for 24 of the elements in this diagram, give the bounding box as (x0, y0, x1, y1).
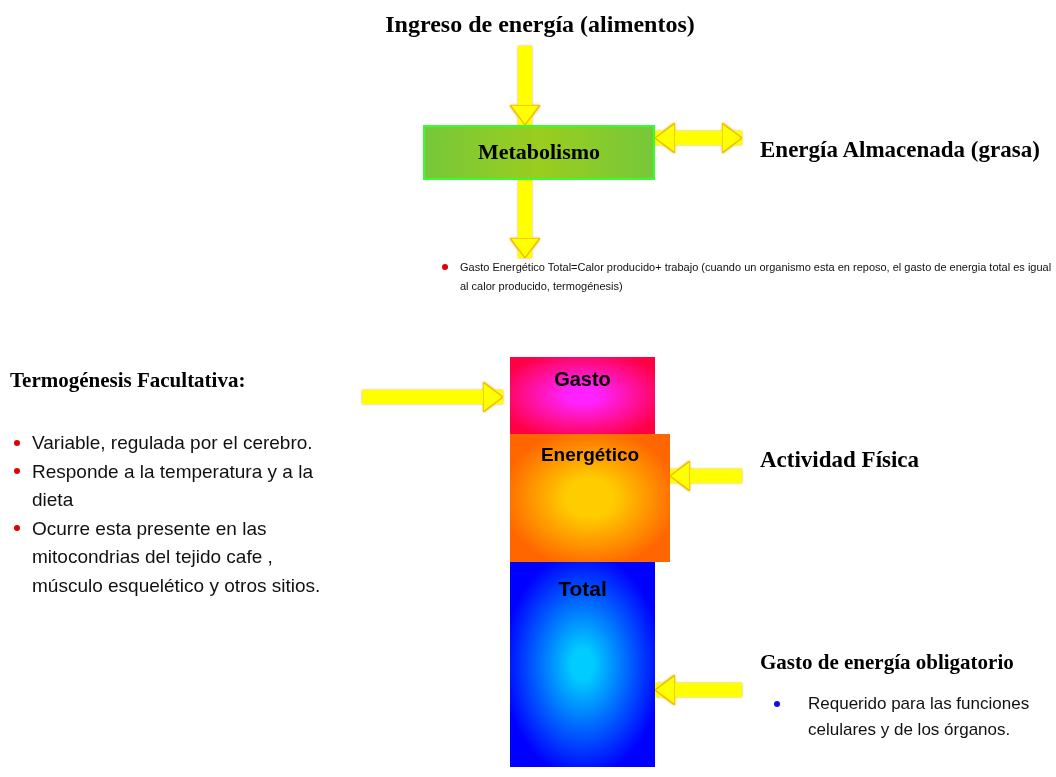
block-arrow (509, 46, 541, 126)
segment-label: Gasto (553, 367, 612, 391)
block-arrow (362, 381, 504, 413)
process-box (423, 125, 655, 180)
segment-label: Total (557, 576, 608, 602)
bar-segment (510, 434, 670, 562)
bar-segment (510, 562, 655, 767)
bullet-text: Variable, regulada por el cerebro. (32, 429, 332, 458)
segment-label: Energético (539, 444, 641, 467)
heading-text: Ingreso de energía (alimentos) (384, 10, 696, 39)
bullet-text: Gasto Energético Total=Calor producido+ trabajo (cuando un organismo esta en reposo, el gasto de energia total es igual al calor producido, termogénesis) (460, 258, 1054, 296)
heading-text: Termogénesis Facultativa: (10, 368, 247, 394)
block-arrow (509, 180, 541, 259)
heading-text: Metabolismo (477, 139, 601, 166)
bullet-text: Ocurre esta presente en las mitocondrias del tejido cafe , músculo esquelético y otros sitios. (32, 514, 332, 601)
block-arrow (654, 674, 742, 706)
block-arrow (654, 122, 743, 154)
block-arrow (669, 460, 742, 492)
bar-segment (510, 357, 655, 434)
heading-text: Gasto de energía obligatorio (760, 650, 1015, 676)
heading-text: Actividad Física (760, 446, 921, 474)
bullet-text: Responde a la temperatura y a la dieta (32, 457, 332, 515)
heading-text: Energía Almacenada (grasa) (760, 136, 1041, 164)
bullet-text: Requerido para las funciones celulares y de los órganos. (808, 691, 1056, 743)
